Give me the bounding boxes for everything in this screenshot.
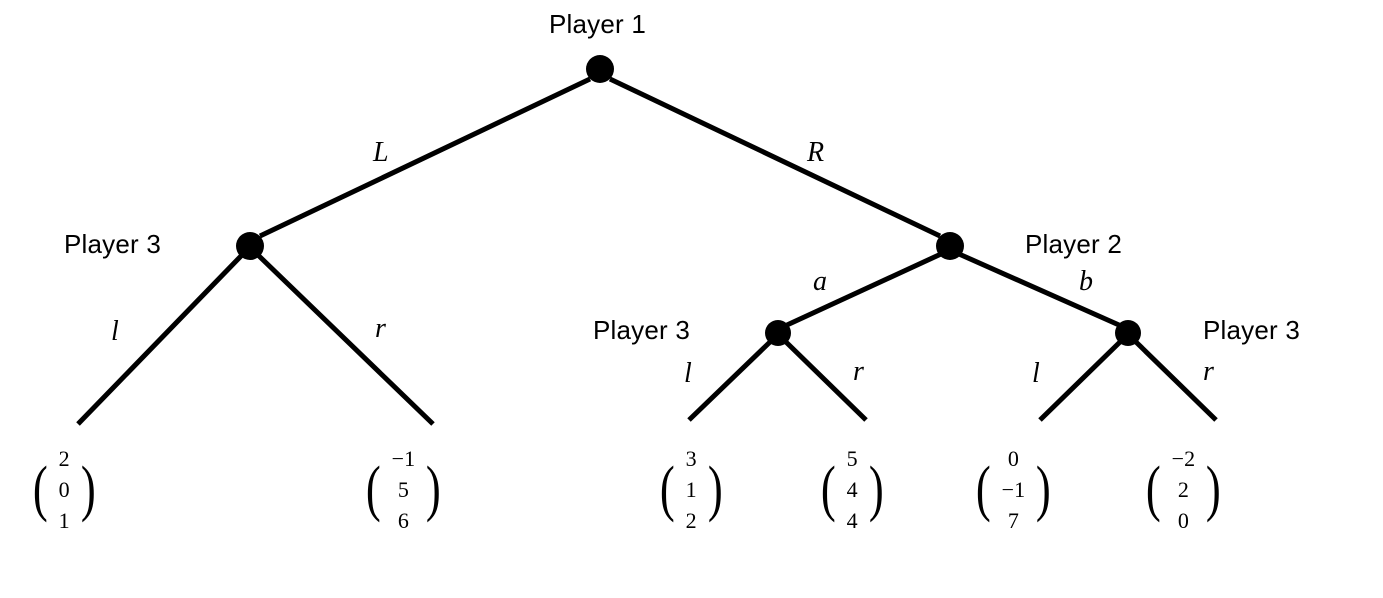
edge-label-left-r: r xyxy=(375,313,386,344)
edge-line-b xyxy=(957,251,1121,328)
payoff-value: 2 xyxy=(1177,477,1189,502)
edge-label-a: a xyxy=(813,266,827,297)
payoff-value: 1 xyxy=(58,508,70,533)
payoff-vector-6: ( −2 2 0 ) xyxy=(1143,443,1224,536)
node-root-player1[interactable] xyxy=(586,55,614,83)
payoff-value: −1 xyxy=(391,446,416,471)
edge-label-a-l: l xyxy=(684,358,692,389)
player-label-player3-mid: Player 3 xyxy=(593,315,690,345)
payoff-value: −1 xyxy=(1001,477,1026,502)
player-label-player3-left: Player 3 xyxy=(64,229,161,259)
edge-line-a xyxy=(785,251,943,328)
payoff-values-4: 5 4 4 xyxy=(840,443,865,536)
payoff-value: 5 xyxy=(846,446,858,471)
node-player2[interactable] xyxy=(936,232,964,260)
payoff-vector-4: ( 5 4 4 ) xyxy=(818,443,886,536)
player-label-player1: Player 1 xyxy=(549,9,646,39)
edge-label-b: b xyxy=(1079,266,1093,297)
edge-label-L: L xyxy=(373,137,389,168)
payoff-value: 4 xyxy=(846,477,858,502)
payoff-value: 1 xyxy=(685,477,697,502)
edge-line-a-l xyxy=(687,340,772,422)
payoff-values-3: 3 1 2 xyxy=(679,443,704,536)
edge-label-a-r: r xyxy=(853,356,864,387)
payoff-value: 0 xyxy=(1177,508,1189,533)
paren-open-icon: ( xyxy=(1145,454,1161,523)
payoff-values-6: −2 2 0 xyxy=(1165,443,1202,536)
paren-close-icon: ) xyxy=(1205,454,1221,523)
payoff-vector-1: ( 2 0 1 ) xyxy=(30,443,98,536)
payoff-vector-2: ( −1 5 6 ) xyxy=(363,443,444,536)
payoff-value: 0 xyxy=(58,477,70,502)
edge-label-b-r: r xyxy=(1203,356,1214,387)
payoff-value: 0 xyxy=(1007,446,1019,471)
edge-label-b-l: l xyxy=(1032,358,1040,389)
payoff-value: 4 xyxy=(846,508,858,533)
node-mid-player3[interactable] xyxy=(765,320,791,346)
payoff-values-1: 2 0 1 xyxy=(52,443,77,536)
payoff-values-5: 0 −1 7 xyxy=(995,443,1032,536)
payoff-value: 2 xyxy=(58,446,70,471)
paren-close-icon: ) xyxy=(707,454,723,523)
edge-label-left-l: l xyxy=(111,316,119,347)
paren-open-icon: ( xyxy=(820,454,836,523)
edge-label-R: R xyxy=(807,137,825,168)
payoff-vector-5: ( 0 −1 7 ) xyxy=(973,443,1054,536)
paren-open-icon: ( xyxy=(659,454,675,523)
payoff-vector-3: ( 3 1 2 ) xyxy=(657,443,725,536)
paren-open-icon: ( xyxy=(365,454,381,523)
node-left-player3[interactable] xyxy=(236,232,264,260)
paren-close-icon: ) xyxy=(1035,454,1051,523)
payoff-value: 3 xyxy=(685,446,697,471)
payoff-value: −2 xyxy=(1171,446,1196,471)
payoff-value: 6 xyxy=(397,508,409,533)
player-label-player2: Player 2 xyxy=(1025,229,1122,259)
paren-close-icon: ) xyxy=(80,454,96,523)
paren-close-icon: ) xyxy=(425,454,441,523)
edge-line-left-r xyxy=(257,254,435,426)
edge-line-L xyxy=(258,76,592,239)
paren-close-icon: ) xyxy=(868,454,884,523)
payoff-value: 5 xyxy=(397,477,409,502)
edge-line-a-r xyxy=(784,340,868,422)
edge-line-left-l xyxy=(76,254,243,426)
player-label-player3-right: Player 3 xyxy=(1203,315,1300,345)
node-right-player3[interactable] xyxy=(1115,320,1141,346)
payoff-values-2: −1 5 6 xyxy=(385,443,422,536)
paren-open-icon: ( xyxy=(32,454,48,523)
paren-open-icon: ( xyxy=(975,454,991,523)
edge-line-b-l xyxy=(1038,340,1122,422)
edge-line-R xyxy=(608,76,942,239)
payoff-value: 2 xyxy=(685,508,697,533)
edge-line-b-r xyxy=(1134,340,1218,422)
payoff-value: 7 xyxy=(1007,508,1019,533)
